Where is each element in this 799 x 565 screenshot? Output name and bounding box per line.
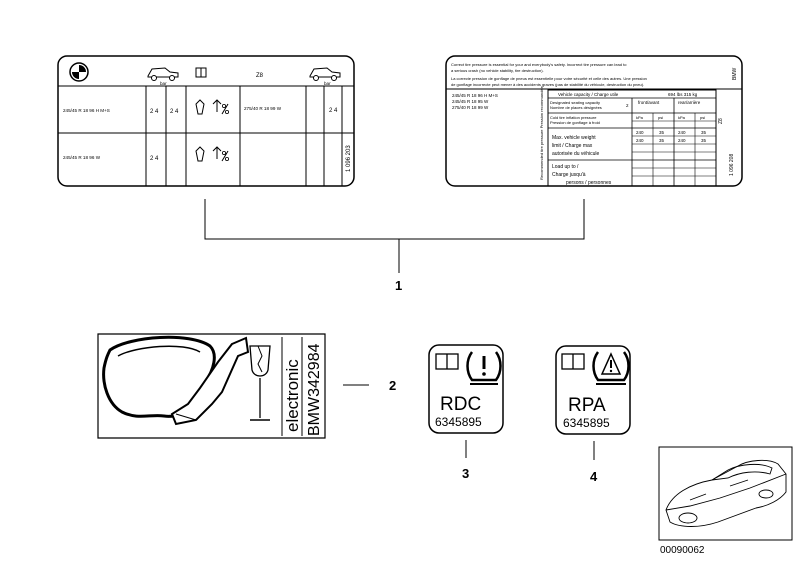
pressure-value: 2 4 xyxy=(150,156,159,162)
vehicle-capacity-value: 694 lbs 315 kg xyxy=(668,92,698,97)
tire-pressure-label-left: Z8 bar bar 245/45 R 18 96 H M+S 275/40 R… xyxy=(57,55,355,187)
pressure-value: 2 4 xyxy=(150,109,159,115)
vertical-label-text: Recommended tire pressure Pression recom… xyxy=(539,85,544,180)
vehicle-thumbnail xyxy=(658,446,793,541)
tire-spec-text: 275/40 R 18 99 W xyxy=(244,106,282,111)
manual-book-icon xyxy=(435,353,459,370)
cold-pressure-text: Cold tire inflation pressure xyxy=(550,115,597,120)
brand-text: BMW xyxy=(732,68,738,81)
sticker-label: RPA xyxy=(568,395,606,416)
manual-book-icon xyxy=(561,353,585,370)
callout-4: 4 xyxy=(590,469,598,484)
tire-spec-text: 245/45 R 18 96 W xyxy=(63,155,101,160)
pressure-value: 240 xyxy=(678,138,686,143)
manual-book-icon xyxy=(195,67,207,78)
pressure-value: 35 xyxy=(659,138,665,143)
callout-1-leader xyxy=(204,199,585,273)
pressure-value: 35 xyxy=(659,130,665,135)
pressure-value: 35 xyxy=(701,130,707,135)
front-header: front/avant xyxy=(638,100,660,105)
car-outline-icon xyxy=(665,459,787,527)
fragile-glass-icon xyxy=(249,345,271,421)
tire-warning-triangle-icon xyxy=(592,351,630,385)
unit-kpa: kPa xyxy=(636,115,644,120)
pressure-value: 35 xyxy=(701,138,707,143)
label-part-code: 1 096 203 xyxy=(346,145,352,172)
tire-spec-text: 245/45 R 18 95 W xyxy=(452,99,489,104)
load-text: persons / personnes xyxy=(566,180,612,186)
bmw-logo-icon xyxy=(69,62,89,82)
max-weight-text: autorisée du véhicule xyxy=(552,151,599,157)
rpa-sticker: RPA 6345895 xyxy=(555,345,631,435)
unit-psi: psi xyxy=(700,115,705,120)
cold-pressure-text: Pression de gonflage à froid xyxy=(550,120,600,125)
callout-3: 3 xyxy=(462,466,469,481)
vehicle-capacity-text: Vehicle capacity / Charge utile xyxy=(558,92,619,97)
warning-text: a serious crash (no vehicle stability, t… xyxy=(451,68,544,73)
callout-2: 2 xyxy=(389,378,396,393)
rdc-sticker: RDC 6345895 xyxy=(428,344,504,434)
tire-pressure-warning-icon xyxy=(466,351,502,385)
car-icon xyxy=(147,67,179,81)
model-text: Z8 xyxy=(718,118,724,124)
car-icon xyxy=(309,67,341,81)
pressure-value: 240 xyxy=(678,130,686,135)
seating-text: Nombre de places désignées xyxy=(550,105,602,110)
pressure-value: 2 4 xyxy=(170,109,179,115)
electronic-text: electronic xyxy=(283,359,302,432)
max-weight-text: limit / Charge max xyxy=(552,143,593,149)
warning-text: de gonflage incorrecte peut mener à des … xyxy=(451,82,644,87)
electronic-warning-sticker: electronic BMW342984 xyxy=(97,333,326,439)
max-weight-text: Max. vehicle weight xyxy=(552,135,596,141)
unit-psi: psi xyxy=(658,115,663,120)
bar-text: bar xyxy=(324,81,331,86)
sticker-code-text: BMW342984 xyxy=(306,343,323,436)
diagram-id-text: 00090062 xyxy=(660,545,705,556)
sticker-number: 6345895 xyxy=(563,416,610,430)
sticker-number: 6345895 xyxy=(435,415,482,429)
tire-spec-text: 245/45 R 18 96 H M+S xyxy=(63,108,110,113)
label-part-code: 1 096 208 xyxy=(729,154,735,176)
load-text: Charge jusqu'à xyxy=(552,172,586,178)
load-text: Load up to / xyxy=(552,164,579,170)
tire-spec-text: 275/40 R 18 99 W xyxy=(452,105,489,110)
warning-text: Correct tire pressure is essential for y… xyxy=(451,62,627,67)
pressure-value: 2 4 xyxy=(329,108,338,114)
rear-header: rear/arrière xyxy=(678,100,701,105)
bar-text: bar xyxy=(160,81,167,86)
model-text: Z8 xyxy=(256,73,264,79)
pressure-value: 240 xyxy=(636,138,644,143)
pressure-value: 240 xyxy=(636,130,644,135)
tire-loading-label-right: Correct tire pressure is essential for y… xyxy=(445,55,743,187)
sticker-label: RDC xyxy=(440,394,481,415)
load-symbol-icon xyxy=(195,146,229,162)
unit-kpa: kPa xyxy=(678,115,686,120)
load-symbol-icon xyxy=(195,99,229,115)
warning-text: La correcte pression de gonflage de pneu… xyxy=(451,76,647,81)
seating-text: Designated seating capacity xyxy=(550,100,600,105)
tire-spec-text: 245/45 R 18 96 H M+S xyxy=(452,93,498,98)
seating-value: 2 xyxy=(626,103,629,108)
callout-1: 1 xyxy=(395,278,402,293)
